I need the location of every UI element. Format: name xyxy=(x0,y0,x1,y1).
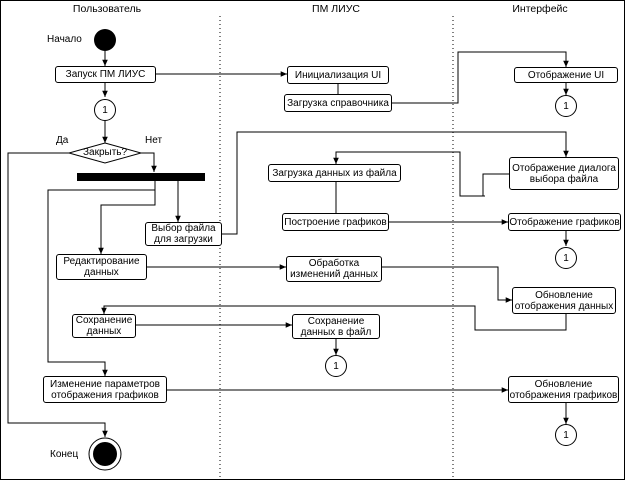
edge-choose-dialog xyxy=(222,131,569,235)
connector-show-ui: 1 xyxy=(555,95,577,117)
node-init-ui[interactable]: Инициализация UI xyxy=(287,66,389,84)
node-choose-file[interactable]: Выбор файла для загрузки xyxy=(145,222,222,246)
edge-update-save xyxy=(101,305,567,331)
node-show-dialog[interactable]: Отображение диалога выбора файла xyxy=(509,157,619,190)
node-show-charts[interactable]: Отображение графиков xyxy=(508,213,621,231)
decision-label: Закрыть? xyxy=(83,147,128,158)
end-node-inner xyxy=(93,442,117,466)
edge-load-showui xyxy=(392,51,569,104)
lane-header-user: Пользователь xyxy=(72,3,142,15)
edge-fork-change xyxy=(47,181,156,376)
edge-process-update xyxy=(382,266,512,303)
edge-dialog-load xyxy=(333,151,509,197)
node-build-charts[interactable]: Построение графиков xyxy=(282,213,389,231)
fork-bar xyxy=(77,173,205,181)
decision-diamond xyxy=(67,142,143,164)
lane-header-interface: Интерфейс xyxy=(512,3,568,15)
connector-show-charts: 1 xyxy=(555,247,577,269)
node-save-file[interactable]: Сохранение данных в файл xyxy=(292,314,380,339)
node-change-params[interactable]: Изменение параметров отображения графико… xyxy=(43,376,167,403)
connector-update-charts: 1 xyxy=(555,424,577,446)
node-update-display[interactable]: Обновление отображения данных xyxy=(512,287,616,314)
node-update-charts[interactable]: Обновление отображения графиков xyxy=(508,376,619,403)
end-label: Конец xyxy=(50,449,79,460)
yes-label: Да xyxy=(56,135,69,146)
connector-save-file: 1 xyxy=(325,355,347,377)
edge-yes-end xyxy=(7,152,108,437)
node-process-changes[interactable]: Обработка изменений данных xyxy=(286,256,382,282)
node-edit-data[interactable]: Редактирование данных xyxy=(56,254,147,280)
no-label: Нет xyxy=(145,135,163,146)
node-load-ref[interactable]: Загрузка справочника xyxy=(284,94,392,112)
connector-user: 1 xyxy=(94,99,116,121)
start-label: Начало xyxy=(47,34,82,45)
node-show-ui[interactable]: Отображение UI xyxy=(514,67,618,83)
node-launch[interactable]: Запуск ПМ ЛИУС xyxy=(55,66,156,83)
node-load-file[interactable]: Загрузка данных из файла xyxy=(268,164,401,182)
edge-no-fork xyxy=(141,152,157,172)
start-node xyxy=(94,29,116,51)
lane-header-system: ПМ ЛИУС xyxy=(312,3,360,15)
edge-fork-edit xyxy=(98,181,156,254)
node-save-data[interactable]: Сохранение данных xyxy=(72,314,136,338)
